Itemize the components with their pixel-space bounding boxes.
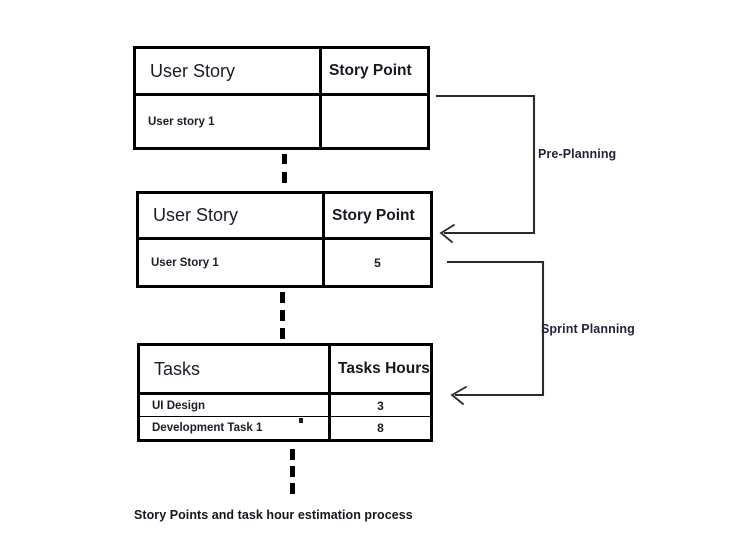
cell-user-story-name: User Story 1 (139, 240, 325, 285)
loop-label-pre-planning: Pre-Planning (538, 147, 617, 161)
dash-segment (290, 483, 295, 494)
loop-arrow-sprint-planning (433, 258, 553, 405)
header-cell-user-story: User Story (139, 194, 325, 237)
table-header-row: User Story Story Point (136, 49, 427, 96)
dash-segment (290, 466, 295, 477)
table-row: User Story 1 5 (139, 240, 430, 285)
table-header-row: User Story Story Point (139, 194, 430, 240)
connector-tasks-to-caption (290, 448, 295, 503)
cell-user-story-name: User story 1 (136, 96, 322, 147)
diagram-caption: Story Points and task hour estimation pr… (134, 508, 413, 522)
header-cell-tasks: Tasks (140, 346, 331, 392)
dash-segment (290, 449, 295, 460)
dash-segment (282, 154, 287, 164)
dash-segment (280, 292, 285, 303)
loop-label-sprint-planning: Sprint Planning (541, 322, 635, 336)
header-cell-tasks-hours: Tasks Hours (338, 360, 430, 377)
dash-segment (280, 328, 285, 339)
dash-segment (282, 172, 287, 183)
cell-story-point-value: 5 (374, 255, 381, 270)
dash-segment (280, 310, 285, 321)
header-cell-story-point: Story Point (329, 62, 412, 79)
table-pre-planning-backlog: User Story Story Point User story 1 (133, 46, 430, 150)
stray-mark (299, 418, 303, 423)
table-task-breakdown: Tasks Tasks Hours UI Design 3 Developmen… (137, 343, 433, 442)
table-estimated-story: User Story Story Point User Story 1 5 (136, 191, 433, 288)
table-row: Development Task 1 8 (140, 417, 430, 439)
table-header-row: Tasks Tasks Hours (140, 346, 430, 395)
table-row: User story 1 (136, 96, 427, 147)
connector-estimated-to-tasks (280, 292, 285, 342)
table-row: UI Design 3 (140, 395, 430, 417)
cell-task-hours-value: 8 (377, 421, 384, 435)
cell-task-name: UI Design (140, 395, 331, 416)
cell-story-point-value (322, 96, 427, 147)
loop-arrow-pre-planning (430, 92, 550, 243)
connector-backlog-to-estimated (282, 152, 287, 190)
header-cell-story-point: Story Point (332, 206, 415, 224)
cell-task-hours-value: 3 (377, 398, 384, 413)
header-cell-user-story: User Story (136, 49, 322, 93)
cell-task-name: Development Task 1 (140, 417, 331, 439)
